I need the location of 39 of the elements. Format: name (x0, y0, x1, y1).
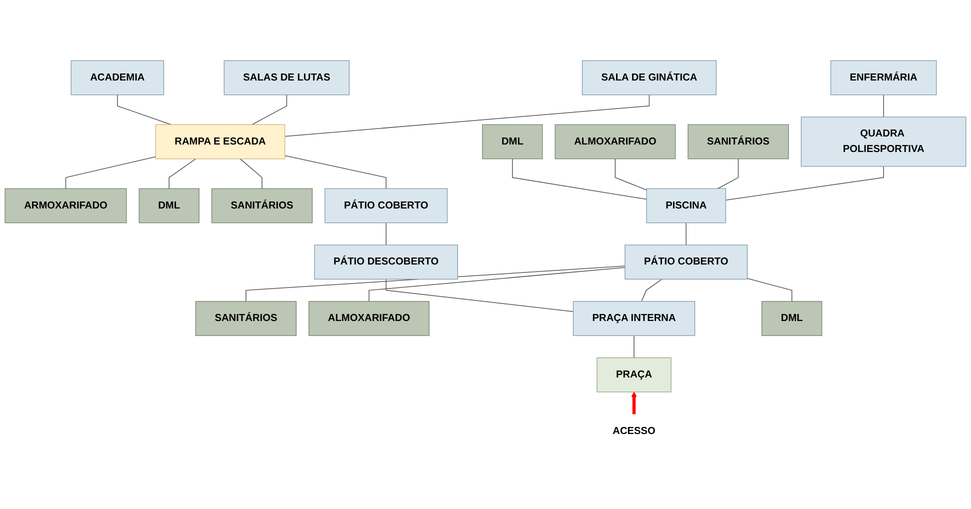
connector (168, 158, 196, 189)
connector (512, 158, 647, 200)
connector (65, 156, 156, 189)
node-box: ARMOXARIFADO (4, 188, 127, 224)
connector (386, 278, 574, 312)
node-box: SANITÁRIOS (195, 301, 297, 336)
node-box: SALA DE GINÁTICA (582, 60, 717, 96)
node-box: PÁTIO COBERTO (624, 244, 748, 280)
node-box: ENFERMÁRIA (830, 60, 937, 96)
connector (746, 278, 792, 302)
connector (252, 94, 288, 125)
connector (368, 267, 626, 302)
node-box: ALMOXARIFADO (554, 124, 676, 160)
node-box: DML (482, 124, 543, 160)
connector (641, 278, 662, 302)
node-box: ALMOXARIFADO (308, 301, 430, 336)
node-box: PISCINA (646, 188, 726, 224)
node-box: ACADEMIA (70, 60, 164, 96)
node-box: PRAÇA (596, 357, 672, 392)
connector (614, 158, 647, 190)
node-box: RAMPA E ESCADA (155, 124, 286, 160)
connector (883, 94, 884, 118)
node-box: PRAÇA INTERNA (572, 301, 696, 336)
node-box: DML (138, 188, 200, 224)
node-box: PÁTIO COBERTO (324, 188, 448, 224)
connector (284, 155, 386, 189)
node-box: SANITÁRIOS (211, 188, 313, 224)
connector (725, 166, 884, 200)
connector (240, 158, 262, 189)
node-box: SALAS DE LUTAS (224, 60, 350, 96)
connector (117, 94, 172, 125)
node-box: DML (762, 301, 822, 336)
arrow (631, 392, 637, 414)
node-box: PÁTIO DESCOBERTO (314, 244, 458, 280)
connector (284, 94, 650, 137)
node-text: ACESSO (612, 426, 656, 436)
connector (246, 266, 626, 302)
node-box: SANITÁRIOS (688, 124, 789, 160)
node-box: QUADRA POLIESPORTIVA (800, 116, 966, 167)
